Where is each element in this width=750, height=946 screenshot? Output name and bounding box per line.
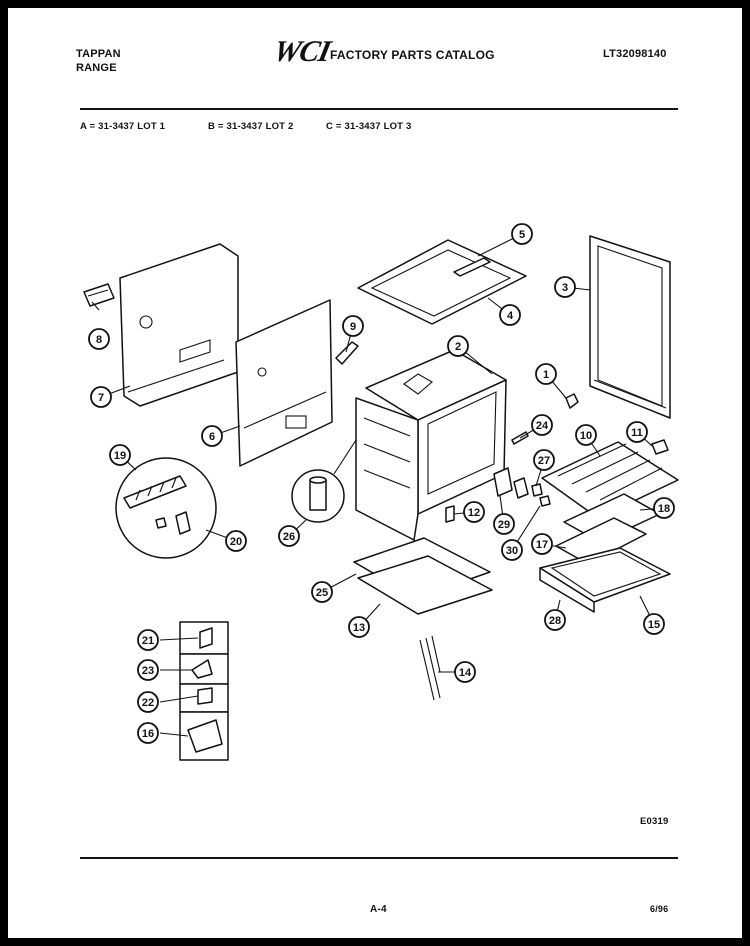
callout-28: 28 [544, 609, 566, 631]
callout-14: 14 [454, 661, 476, 683]
callout-label: 28 [549, 615, 561, 627]
callout-19: 19 [109, 444, 131, 466]
callout-label: 10 [580, 430, 592, 442]
part-14-element [419, 635, 441, 701]
callout-label: 17 [536, 539, 548, 551]
callout-20: 20 [225, 530, 247, 552]
parts-catalog-page: TAPPAN RANGE WCI FACTORY PARTS CATALOG L… [8, 8, 742, 938]
callout-label: 6 [209, 431, 215, 443]
header-rule [80, 108, 678, 110]
lot-c: C = 31-3437 LOT 3 [326, 121, 412, 132]
callout-23: 23 [137, 659, 159, 681]
callout-30: 30 [501, 539, 523, 561]
callout-16: 16 [137, 722, 159, 744]
callout-label: 26 [283, 531, 295, 543]
part-2-oven-body [355, 349, 507, 541]
callout-25: 25 [311, 581, 333, 603]
part-9-bracket [335, 341, 359, 365]
part-25-bottom-panel [353, 537, 493, 615]
callout-label: 24 [536, 420, 549, 432]
small-parts-boxes [179, 621, 229, 761]
callout-label: 14 [459, 667, 472, 679]
callout-label: 23 [142, 665, 154, 677]
callout-22: 22 [137, 691, 159, 713]
callout-label: 13 [353, 622, 365, 634]
callout-label: 15 [648, 619, 660, 631]
callout-label: 1 [543, 369, 549, 381]
callout-label: 27 [538, 455, 550, 467]
part-8-vent-plate [83, 283, 115, 307]
lot-b: B = 31-3437 LOT 2 [208, 121, 294, 132]
brand-line-1: TAPPAN [76, 48, 121, 60]
callout-label: 20 [230, 536, 242, 548]
callout-11: 11 [626, 421, 648, 443]
part-7-side-panel [119, 243, 239, 407]
part-15-drawer [539, 547, 671, 613]
part-10-rack [541, 441, 679, 519]
part-1-knob [565, 393, 579, 409]
callout-29: 29 [493, 513, 515, 535]
callout-label: 3 [562, 282, 568, 294]
callout-7: 7 [90, 386, 112, 408]
part-6-rear-panel [235, 299, 333, 467]
part-11-thermostat [651, 439, 669, 455]
callout-6: 6 [201, 425, 223, 447]
callout-label: 18 [658, 503, 670, 515]
detail-circle-26 [291, 439, 357, 523]
callout-17: 17 [531, 533, 553, 555]
callout-label: 29 [498, 519, 510, 531]
callout-2: 2 [447, 335, 469, 357]
callout-label: 30 [506, 545, 518, 557]
callout-label: 2 [455, 341, 461, 353]
callout-18: 18 [653, 497, 675, 519]
exploded-parts-diagram: 1 2 3 4 5 6 7 8 9 10 11 12 13 14 15 16 1… [83, 223, 679, 761]
callout-8: 8 [88, 328, 110, 350]
callout-21: 21 [137, 629, 159, 651]
callout-15: 15 [643, 613, 665, 635]
callout-label: 12 [468, 507, 480, 519]
catalog-title: FACTORY PARTS CATALOG [330, 48, 495, 62]
callout-12: 12 [463, 501, 485, 523]
callout-27: 27 [533, 449, 555, 471]
lot-a: A = 31-3437 LOT 1 [80, 121, 166, 132]
callout-24: 24 [531, 414, 553, 436]
model-number: LT32098140 [603, 48, 667, 60]
callout-label: 7 [98, 392, 104, 404]
part-4-cooktop [357, 239, 527, 325]
callout-26: 26 [278, 525, 300, 547]
callout-4: 4 [499, 304, 521, 326]
callout-label: 25 [316, 587, 328, 599]
callout-label: 16 [142, 728, 154, 740]
brand-line-2: RANGE [76, 62, 117, 74]
detail-circle-19-20 [115, 457, 217, 559]
callout-5: 5 [511, 223, 533, 245]
footer-rule [80, 857, 678, 859]
callout-label: 9 [350, 321, 356, 333]
callout-13: 13 [348, 616, 370, 638]
callout-10: 10 [575, 424, 597, 446]
page-number: A-4 [370, 904, 387, 915]
callout-label: 21 [142, 635, 154, 647]
callout-label: 22 [142, 697, 154, 709]
callout-3: 3 [554, 276, 576, 298]
figure-code: E0319 [640, 816, 669, 827]
callout-1: 1 [535, 363, 557, 385]
revision-date: 6/96 [650, 904, 669, 914]
callout-label: 4 [507, 310, 514, 322]
callout-label: 5 [519, 229, 525, 241]
callout-label: 19 [114, 450, 126, 462]
callout-label: 8 [96, 334, 102, 346]
callout-label: 11 [631, 427, 643, 439]
part-3-oven-door [589, 235, 671, 419]
callout-9: 9 [342, 315, 364, 337]
